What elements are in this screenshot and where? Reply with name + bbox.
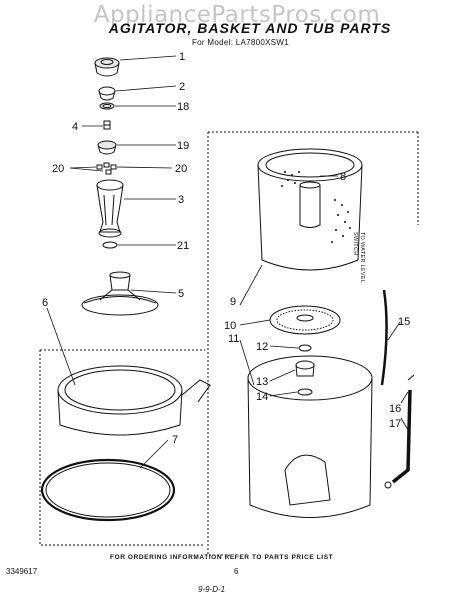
- callout-11: 11: [228, 333, 239, 345]
- part-16-17-fill-hose: [384, 374, 415, 489]
- callout-20-right: 20: [175, 163, 187, 175]
- callout-20-left: 20: [52, 163, 64, 175]
- part-15-hose: [380, 289, 388, 386]
- basket-tub-frame: [207, 131, 419, 556]
- part-2-cam: [98, 86, 116, 101]
- callout-12: 12: [256, 341, 268, 353]
- part-5-agitator-base: [81, 271, 159, 316]
- callout-3: 3: [178, 194, 184, 206]
- model-line: For Model: LA7800XSW1: [192, 38, 290, 47]
- part-3-agitator-barrel: [96, 179, 124, 238]
- callout-2: 2: [179, 81, 185, 93]
- callout-15: 15: [398, 316, 410, 328]
- callout-9: 9: [230, 296, 236, 308]
- callout-16: 16: [389, 403, 401, 415]
- page-number: 6: [234, 567, 239, 576]
- callout-21: 21: [177, 240, 189, 252]
- callout-13: 13: [256, 376, 268, 388]
- part-6-tub-ring: [57, 365, 211, 436]
- revision-mark: 9-9-D-1: [198, 585, 226, 594]
- callout-numbers: 1 2 18 4 19 20 20 3 21 5 6 7 8 9 10 11 1…: [42, 51, 410, 446]
- part-4-bolt: [103, 120, 111, 130]
- bracket-box: [39, 349, 205, 546]
- callout-7: 7: [172, 434, 178, 446]
- callout-14: 14: [256, 391, 268, 403]
- part-19-dog-assembly: [97, 140, 117, 155]
- part-21-ring: [102, 241, 118, 249]
- callout-17: 17: [389, 418, 401, 430]
- callout-8: 8: [340, 171, 346, 183]
- callout-19: 19: [177, 140, 189, 152]
- part-12-14-hub-parts: [295, 344, 315, 396]
- watermark: AppliancePartsPros.com: [93, 2, 381, 28]
- part-11-outer-tub: [247, 355, 373, 518]
- document-part-number: 3349617: [6, 567, 38, 576]
- part-20-dogs: [96, 162, 117, 175]
- callout-4: 4: [72, 121, 78, 133]
- part-10-drive-hub: [269, 305, 341, 335]
- callout-5: 5: [178, 288, 184, 300]
- basket-perforations: [281, 171, 351, 243]
- diagram-title: AGITATOR, BASKET AND TUB PARTS: [108, 20, 392, 36]
- part-1-agitator-cap: [94, 57, 120, 77]
- part-18-ring: [99, 102, 115, 110]
- part-7-gasket: [40, 458, 176, 522]
- callout-6: 6: [42, 297, 48, 309]
- leader-lines: [46, 55, 409, 469]
- ordering-note: FOR ORDERING INFORMATION REFER TO PARTS …: [110, 554, 334, 561]
- callout-1: 1: [179, 51, 185, 63]
- callout-18: 18: [177, 101, 189, 113]
- part-9-basket: [257, 148, 363, 271]
- callout-10: 10: [224, 320, 236, 332]
- water-level-switch-note: TO WATER LEVEL SWITCH: [352, 232, 365, 283]
